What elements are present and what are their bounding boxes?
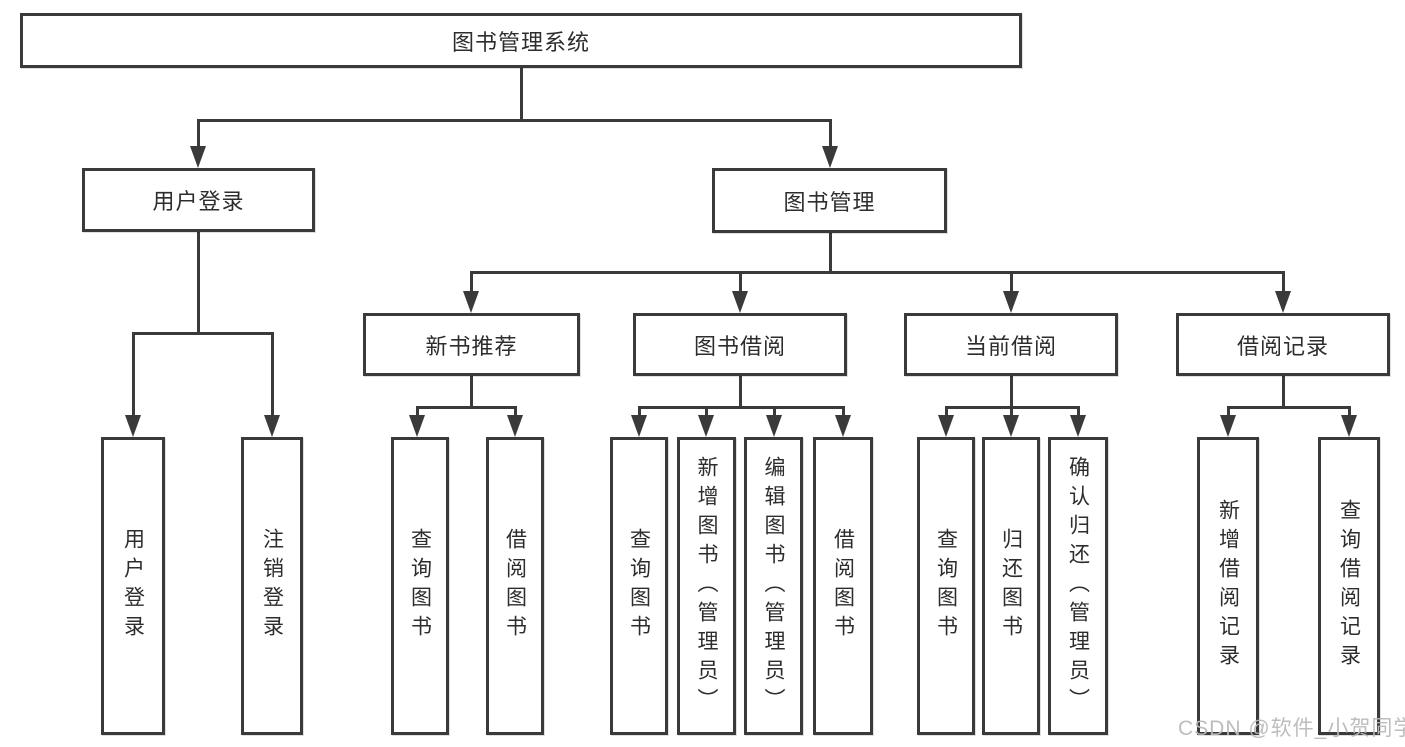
connector-line — [415, 407, 419, 419]
leaf-user-login: 用户登录 — [101, 437, 165, 735]
arrow-down-icon — [631, 415, 647, 437]
connector-line — [1347, 407, 1351, 419]
arrow-down-icon — [1220, 415, 1236, 437]
node-root: 图书管理系统 — [20, 13, 1022, 68]
connector-line — [196, 120, 200, 150]
connector-line — [772, 407, 776, 419]
leaf-query-books-recommend: 查询图书 — [391, 437, 449, 735]
leaf-logout: 注销登录 — [241, 437, 303, 735]
node-label: 借阅图书 — [503, 528, 527, 644]
connector-line — [1226, 405, 1351, 409]
connector-line — [1281, 376, 1285, 407]
connector-line — [131, 333, 135, 419]
node-label: 查询借阅记录 — [1337, 499, 1361, 673]
node-label: 新书推荐 — [425, 333, 518, 359]
leaf-query-books-current: 查询图书 — [917, 437, 975, 735]
arrow-down-icon — [1003, 291, 1019, 313]
node-label: 注销登录 — [260, 528, 284, 644]
leaf-borrow-books-recommend: 借阅图书 — [486, 437, 544, 735]
arrow-down-icon — [190, 146, 206, 168]
connector-line — [469, 272, 473, 295]
connector-line — [828, 233, 832, 272]
leaf-confirm-return-admin: 确认归还（管理员） — [1048, 437, 1108, 735]
node-label: 查询图书 — [934, 528, 958, 644]
node-label: 查询图书 — [408, 528, 432, 644]
connector-line — [841, 407, 845, 419]
leaf-query-borrow-record: 查询借阅记录 — [1318, 437, 1380, 735]
leaf-edit-books-admin: 编辑图书（管理员） — [744, 437, 803, 735]
node-label: 当前借阅 — [964, 333, 1057, 359]
node-label: 借阅图书 — [831, 528, 855, 644]
leaf-query-books-borrow: 查询图书 — [610, 437, 668, 735]
connector-line — [469, 376, 473, 407]
node-label: 查询图书 — [627, 528, 651, 644]
connector-line — [469, 270, 1285, 274]
connector-line — [1226, 407, 1230, 419]
node-user-login: 用户登录 — [82, 168, 315, 232]
arrow-down-icon — [938, 415, 954, 437]
arrow-down-icon — [409, 415, 425, 437]
leaf-return-books: 归还图书 — [982, 437, 1040, 735]
arrow-down-icon — [125, 415, 141, 437]
node-label: 图书管理 — [783, 189, 876, 215]
connector-line — [828, 120, 832, 150]
connector-line — [1281, 272, 1285, 295]
arrow-down-icon — [835, 415, 851, 437]
node-book-borrow: 图书借阅 — [633, 313, 847, 376]
arrow-down-icon — [1275, 291, 1291, 313]
node-label: 借阅记录 — [1236, 333, 1329, 359]
connector-line — [1009, 272, 1013, 295]
connector-line — [196, 118, 832, 122]
arrow-down-icon — [1341, 415, 1357, 437]
leaf-borrow-books: 借阅图书 — [813, 437, 873, 735]
connector-line — [415, 405, 517, 409]
connector-line — [1076, 407, 1080, 419]
node-book-management: 图书管理 — [712, 168, 947, 233]
arrow-down-icon — [766, 415, 782, 437]
connector-line — [944, 407, 948, 419]
node-label: 图书管理系统 — [451, 29, 590, 55]
connector-line — [704, 407, 708, 419]
node-label: 用户登录 — [121, 528, 145, 644]
node-label: 归还图书 — [999, 528, 1023, 644]
arrow-down-icon — [822, 146, 838, 168]
arrow-down-icon — [732, 291, 748, 313]
connector-line — [637, 405, 845, 409]
arrow-down-icon — [1070, 415, 1086, 437]
arrow-down-icon — [264, 415, 280, 437]
csdn-watermark: CSDN @软件_小贺同学 — [1178, 717, 1405, 740]
connector-line — [637, 407, 641, 419]
arrow-down-icon — [698, 415, 714, 437]
node-label: 用户登录 — [152, 189, 245, 214]
node-label: 编辑图书（管理员） — [762, 455, 785, 717]
connector-line — [270, 333, 274, 419]
connector-line — [131, 331, 274, 335]
node-label: 图书借阅 — [693, 333, 786, 359]
connector-line — [1009, 376, 1013, 407]
node-label: 新增借阅记录 — [1216, 499, 1240, 673]
node-new-book-recommend: 新书推荐 — [363, 313, 580, 376]
node-current-borrow: 当前借阅 — [904, 313, 1118, 376]
connector-line — [196, 232, 200, 333]
arrow-down-icon — [463, 291, 479, 313]
connector-line — [738, 376, 742, 407]
leaf-add-borrow-record: 新增借阅记录 — [1197, 437, 1259, 735]
arrow-down-icon — [1003, 415, 1019, 437]
connector-line — [519, 68, 523, 120]
node-label: 新增图书（管理员） — [695, 455, 718, 717]
node-borrow-records: 借阅记录 — [1176, 313, 1390, 376]
node-label: 确认归还（管理员） — [1066, 455, 1090, 717]
leaf-add-books-admin: 新增图书（管理员） — [677, 437, 736, 735]
connector-line — [1009, 407, 1013, 419]
connector-line — [738, 272, 742, 295]
arrow-down-icon — [507, 415, 523, 437]
connector-line — [513, 407, 517, 419]
